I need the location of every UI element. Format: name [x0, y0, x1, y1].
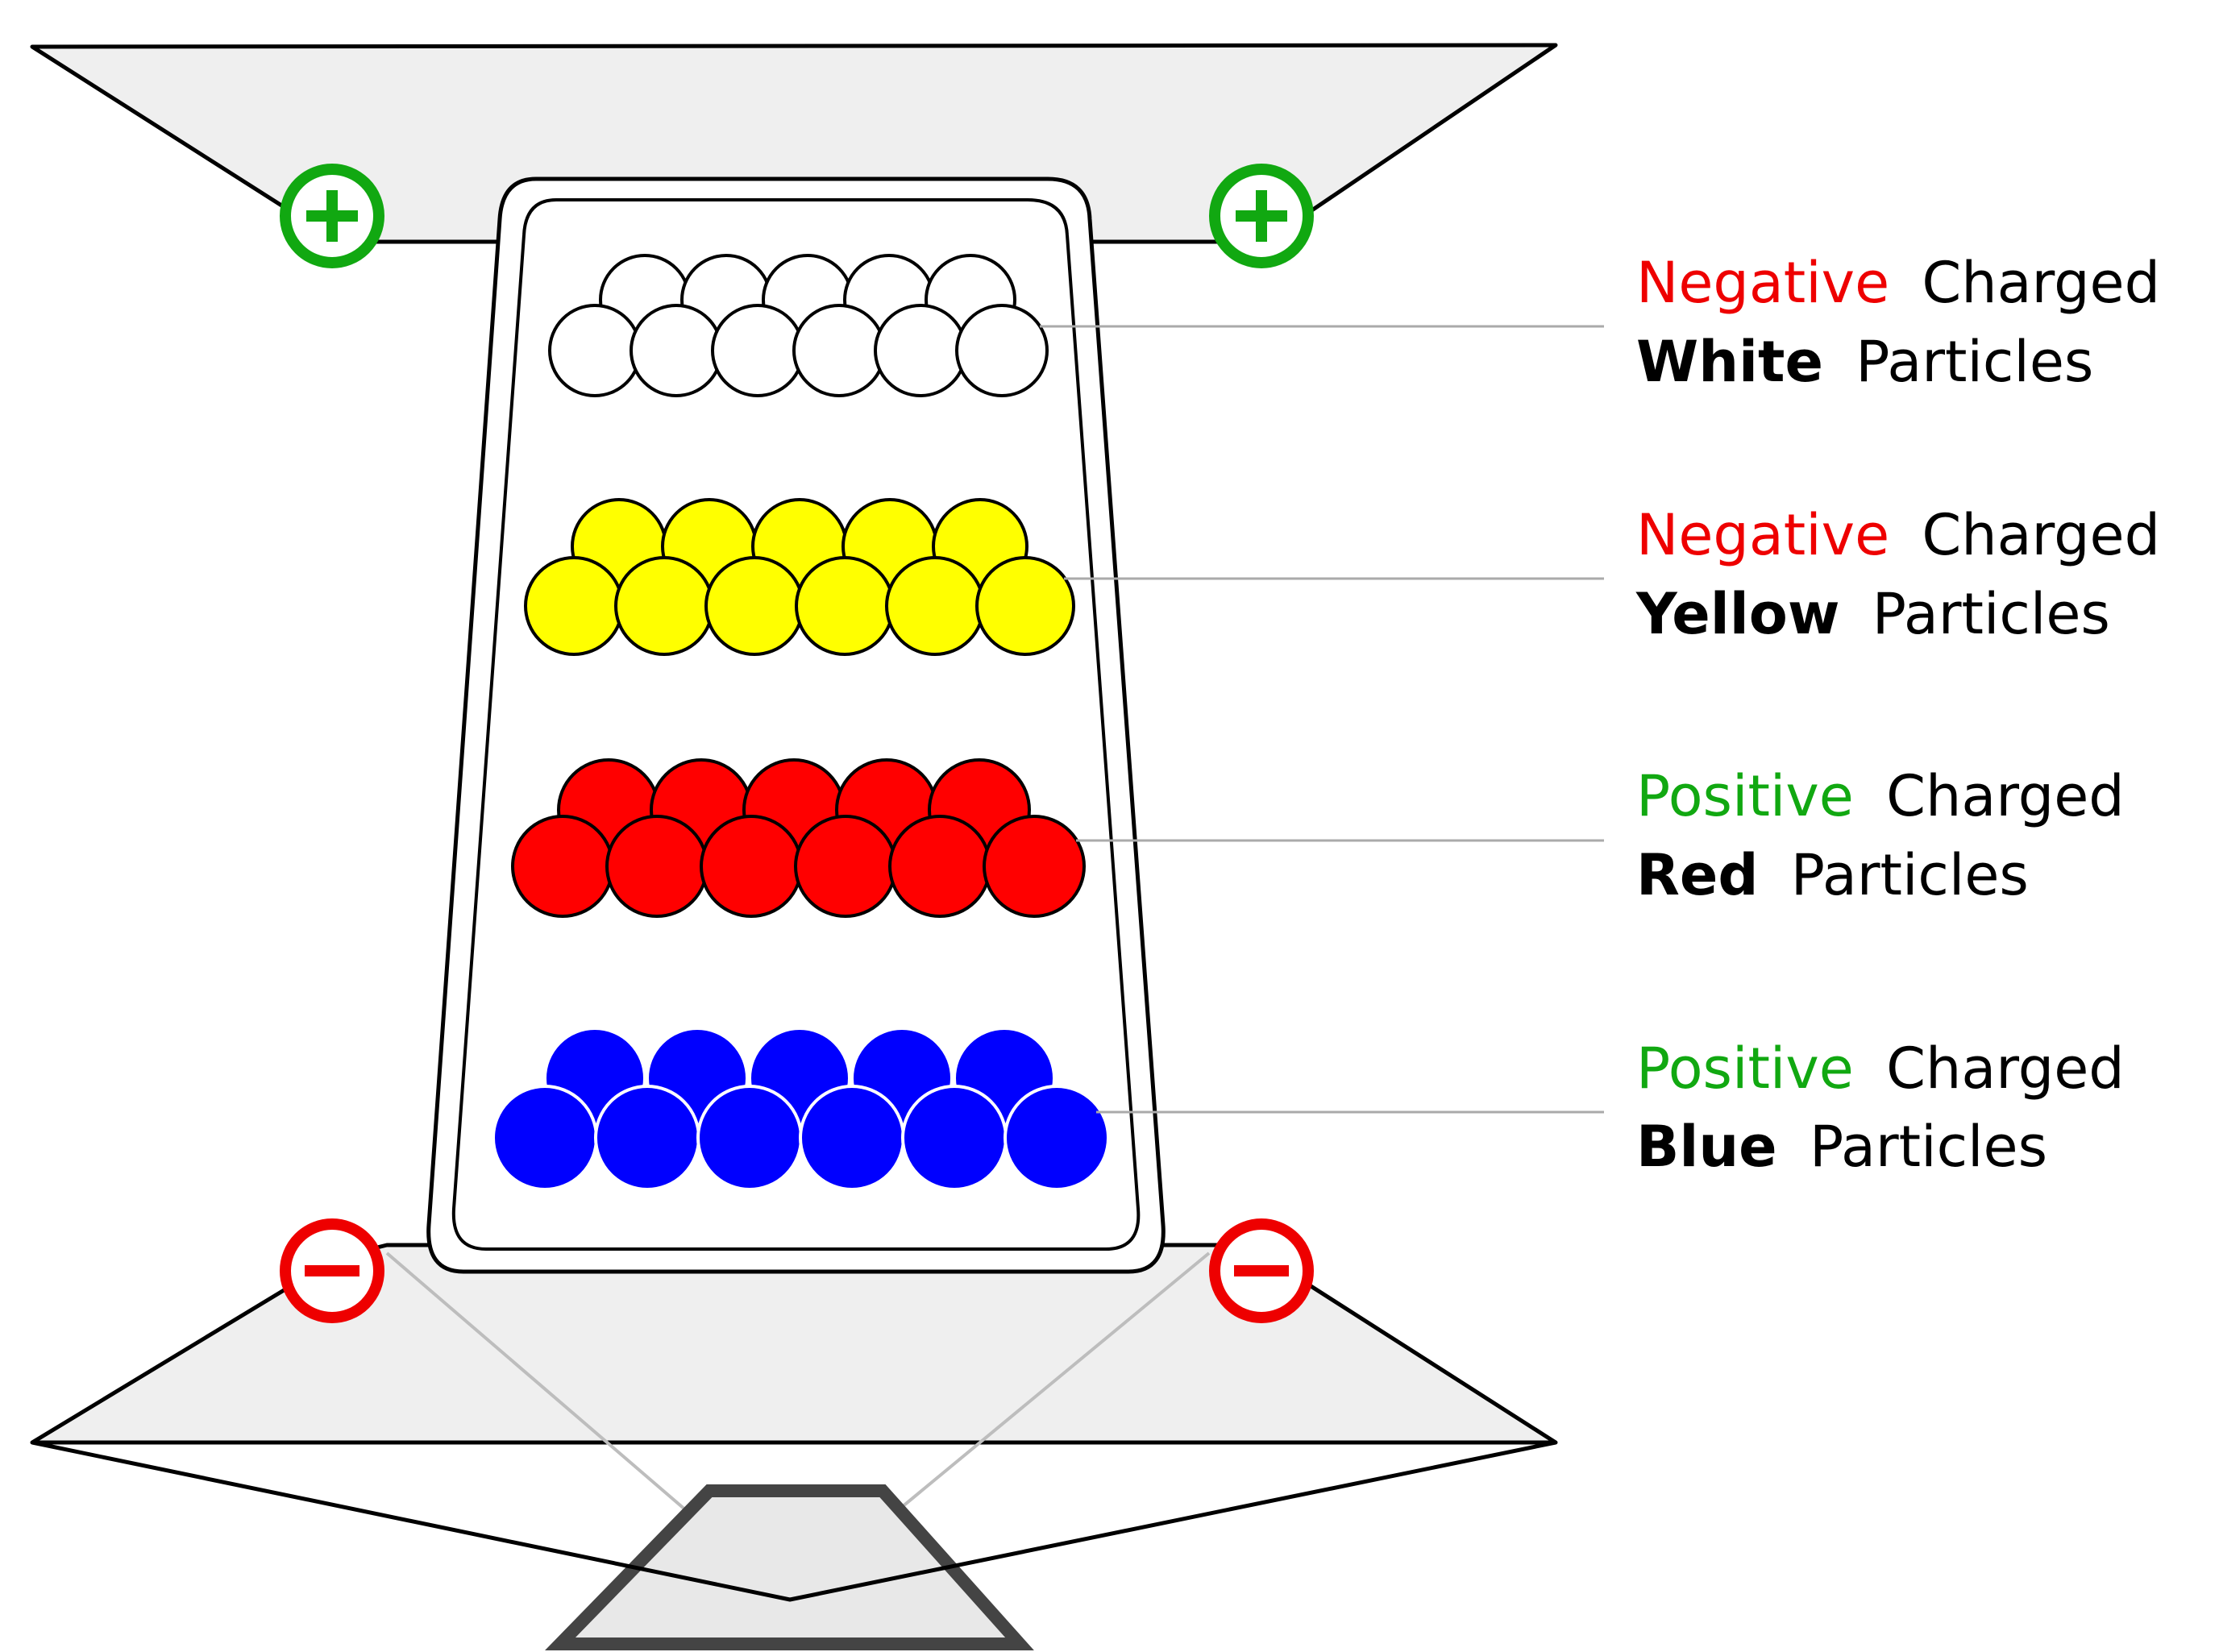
legend-charged: Charged — [1922, 250, 2160, 316]
svg-text:Blue Particles: Blue Particles — [1636, 1114, 2047, 1180]
yellow-particle — [795, 556, 895, 656]
legend-particles: Particles — [1791, 842, 2029, 908]
plus-circle-icon — [1209, 164, 1314, 268]
legend-particles: Particles — [1855, 329, 2093, 395]
minus-circle-icon — [1209, 1218, 1314, 1323]
particle-rows — [492, 254, 1110, 1191]
legend-charged: Charged — [1886, 1036, 2125, 1102]
blue-particle — [696, 1085, 803, 1191]
blue-particle — [799, 1085, 905, 1191]
legend-particles: Particles — [1810, 1114, 2047, 1180]
legend-charge: Negative — [1636, 250, 1889, 316]
red-particle — [605, 815, 709, 918]
svg-text:White Particles: White Particles — [1636, 329, 2093, 395]
yellow-particle — [885, 556, 985, 656]
svg-text:Negative Charged: Negative Charged — [1636, 250, 2160, 316]
red-particle — [983, 815, 1086, 918]
legend-yellow: Negative Charged Yellow Particles — [1635, 502, 2160, 647]
legend-particles: Particles — [1872, 581, 2110, 647]
legend-charge: Positive — [1636, 763, 1854, 829]
white-particle — [630, 304, 723, 397]
legend-color-name: Blue — [1636, 1114, 1777, 1180]
white-particle — [711, 304, 804, 397]
plus-circle-icon — [280, 164, 384, 268]
yellow-particle — [975, 556, 1075, 656]
svg-text:Red Particles: Red Particles — [1636, 842, 2029, 908]
legend-color-name: Red — [1636, 842, 1758, 908]
legend-charge: Negative — [1636, 502, 1889, 568]
legend-color-name: Yellow — [1635, 581, 1840, 647]
legend-charge: Positive — [1636, 1036, 1854, 1102]
legend-blue: Positive Charged Blue Particles — [1636, 1036, 2125, 1180]
svg-text:Negative Charged: Negative Charged — [1636, 502, 2160, 568]
white-particle — [874, 304, 967, 397]
yellow-particle — [524, 556, 624, 656]
white-particle — [792, 304, 886, 397]
blue-particle — [901, 1085, 1008, 1191]
legend-white: Negative Charged White Particles — [1636, 250, 2160, 395]
display-cell-inner — [451, 198, 1141, 1251]
red-particle — [511, 815, 614, 918]
svg-text:Positive Charged: Positive Charged — [1636, 1036, 2125, 1102]
yellow-particle — [614, 556, 714, 656]
light-source-base — [545, 1484, 1034, 1650]
svg-text:Yellow Particles: Yellow Particles — [1635, 581, 2110, 647]
minus-circle-icon — [280, 1218, 384, 1323]
legend-red: Positive Charged Red Particles — [1636, 763, 2125, 908]
legend-color-name: White — [1636, 329, 1823, 395]
blue-particle — [594, 1085, 700, 1191]
red-particle — [700, 815, 803, 918]
white-particle — [955, 304, 1049, 397]
blue-particle — [1004, 1085, 1110, 1191]
yellow-particle — [704, 556, 804, 656]
red-particle — [794, 815, 897, 918]
legend-charged: Charged — [1922, 502, 2160, 568]
red-particle — [888, 815, 991, 918]
blue-particle — [492, 1085, 598, 1191]
legend-charged: Charged — [1886, 763, 2125, 829]
bottom-electrode-plate — [30, 1243, 1558, 1445]
white-particle — [548, 304, 642, 397]
svg-text:Positive Charged: Positive Charged — [1636, 763, 2125, 829]
bottom-funnel-lines — [31, 1440, 1556, 1602]
